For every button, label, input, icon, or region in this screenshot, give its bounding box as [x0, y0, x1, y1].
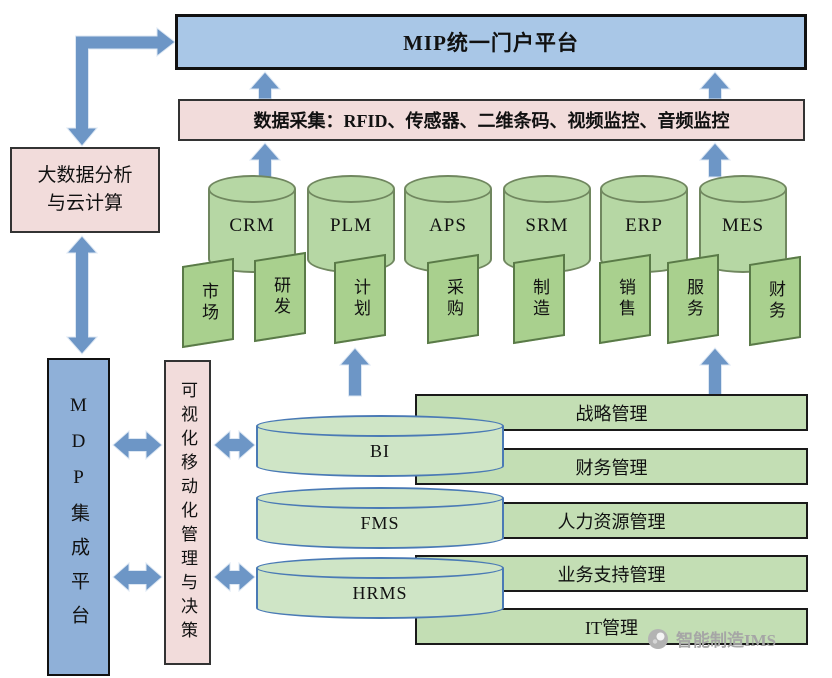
- flag-label: 计划: [350, 278, 370, 320]
- cylinder-mes: MES: [699, 175, 787, 273]
- cylinder-top: [699, 175, 787, 203]
- portal-title: MIP统一门户平台: [403, 31, 579, 55]
- cylinder-label: FMS: [360, 513, 400, 533]
- flag-label: 财务: [765, 280, 785, 322]
- mgmt-label: 业务支持管理: [557, 564, 666, 585]
- flag-label: 制造: [529, 278, 549, 320]
- arrow-bigdata-to-portal-elbow: [65, 26, 176, 147]
- cylinder-bi: BI: [256, 415, 504, 477]
- flag-label: 采购: [443, 278, 463, 320]
- arrow-mes-to-collection: [698, 142, 732, 178]
- flag-label: 服务: [683, 278, 703, 320]
- arrow-mdp-visual-top: [112, 429, 163, 461]
- watermark: 智能制造IMS: [646, 626, 776, 651]
- cylinder-label: CRM: [229, 215, 275, 236]
- arrow-visual-platform-top: [213, 429, 256, 461]
- flag-service: 服务: [667, 253, 719, 345]
- arrow-collection-to-portal-right: [698, 71, 732, 100]
- mgmt-label: 财务管理: [575, 457, 648, 478]
- cylinder-label: BI: [370, 441, 390, 461]
- mdp-platform-box: MDP集成平台: [47, 358, 110, 676]
- cylinder-top: [256, 487, 504, 509]
- data-collection-box: 数据采集：RFID、传感器、二维条码、视频监控、音频监控: [178, 99, 805, 141]
- cylinder-label: APS: [429, 215, 467, 236]
- cylinder-label: SRM: [525, 215, 569, 236]
- mgmt-label: 战略管理: [575, 403, 648, 424]
- big-data-box: 大数据分析 与云计算: [10, 147, 160, 233]
- flag-manufacturing: 制造: [513, 253, 565, 345]
- flag-label: 销售: [615, 278, 635, 320]
- cylinder-hrms: HRMS: [256, 557, 504, 619]
- flag-label: 研发: [270, 276, 290, 318]
- flag-rd: 研发: [254, 251, 306, 343]
- arrow-bigdata-mdp-vertical: [65, 235, 99, 355]
- cylinder-label: PLM: [329, 215, 373, 236]
- lens-icon: [648, 628, 668, 649]
- cylinder-top: [600, 175, 688, 203]
- arrow-crm-to-collection: [248, 142, 282, 178]
- flag-market: 市场: [182, 257, 234, 349]
- cylinder-label: HRMS: [352, 583, 408, 603]
- flag-procurement: 采购: [427, 253, 479, 345]
- mgmt-label: 人力资源管理: [557, 511, 666, 532]
- cylinder-top: [503, 175, 591, 203]
- watermark-label: 智能制造IMS: [676, 631, 777, 650]
- arrow-visual-platform-bottom: [213, 561, 256, 593]
- cylinder-fms: FMS: [256, 487, 504, 549]
- big-data-line1: 大数据分析: [37, 164, 133, 186]
- cylinder-label: MES: [721, 215, 765, 236]
- visual-management-box: 可视化移动化管理与决策: [164, 360, 211, 665]
- arrow-mdp-visual-bottom: [112, 561, 163, 593]
- arrow-collection-to-portal-left: [248, 71, 282, 100]
- flag-planning: 计划: [334, 253, 386, 345]
- flag-sales: 销售: [599, 253, 651, 345]
- mgmt-label: IT管理: [585, 617, 638, 638]
- cylinder-top: [256, 557, 504, 579]
- visual-management-label: 可视化移动化管理与决策: [178, 380, 197, 645]
- arrow-platform-to-process-right: [698, 347, 732, 397]
- mdp-platform-label: MDP集成平台: [68, 395, 89, 639]
- flag-label: 市场: [198, 282, 218, 324]
- cylinder-label: ERP: [625, 215, 663, 236]
- cylinder-top: [307, 175, 395, 203]
- mgmt-box-strategy: 战略管理: [415, 394, 808, 431]
- flag-finance: 财务: [749, 255, 801, 347]
- portal-box: MIP统一门户平台: [175, 14, 807, 70]
- big-data-line2: 与云计算: [46, 193, 123, 214]
- arrow-platform-to-process-left: [338, 347, 372, 397]
- cylinder-top: [208, 175, 296, 203]
- cylinder-top: [256, 415, 504, 437]
- data-collection-label: 数据采集：RFID、传感器、二维条码、视频监控、音频监控: [253, 111, 730, 131]
- cylinder-top: [404, 175, 492, 203]
